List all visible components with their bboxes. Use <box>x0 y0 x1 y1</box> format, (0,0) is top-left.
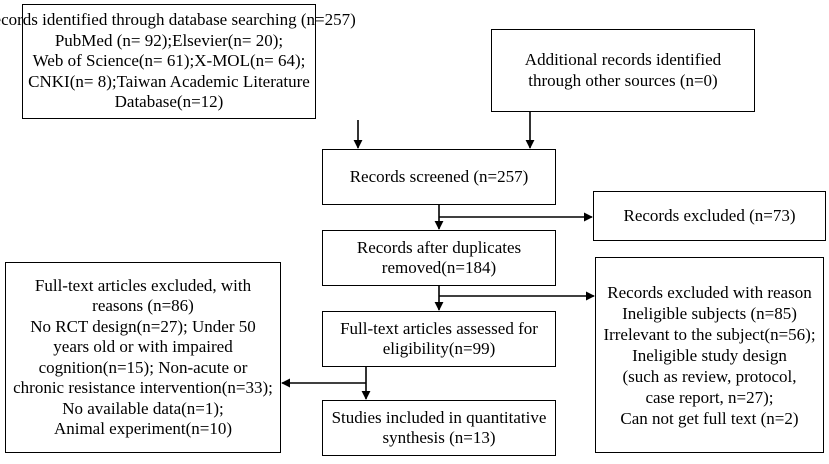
excluded-box: Records excluded (n=73) <box>593 191 826 241</box>
fulltext-excluded-line: cognition(n=15); Non-acute or <box>38 357 248 377</box>
excluded-with-reason-line: Records excluded with reason <box>607 282 812 302</box>
screened-box: Records screened (n=257) <box>322 149 556 205</box>
other-sources-line: Additional records identified <box>524 50 722 69</box>
eligibility-line: eligibility(n=99) <box>382 339 496 358</box>
excluded-line: Records excluded (n=73) <box>623 205 796 225</box>
after-duplicates-line: Records after duplicates <box>356 237 522 257</box>
excluded-with-reason-line: Can not get full text (n=2) <box>620 408 799 428</box>
fulltext-excluded-line: chronic resistance intervention(n=33); <box>13 378 273 397</box>
fulltext-excluded-box: Full-text articles excluded, with reason… <box>5 262 281 453</box>
fulltext-excluded-line: No available data(n=1); <box>62 398 224 418</box>
excluded-with-reason-line: Ineligible study design <box>632 345 787 365</box>
fulltext-excluded-line: No RCT design(n=27); Under 50 <box>30 316 256 336</box>
excluded-with-reason-box: Records excluded with reason Ineligible … <box>595 257 824 453</box>
identification-line: PubMed (n= 92);Elsevier(n= 20); <box>54 30 284 50</box>
after-duplicates-box: Records after duplicates removed(n=184) <box>322 230 556 286</box>
excluded-with-reason-line: (such as review, protocol, <box>622 366 797 386</box>
fulltext-excluded-line: reasons (n=86) <box>92 296 194 315</box>
eligibility-line: Full-text articles assessed for <box>340 318 538 338</box>
screened-line: Records screened (n=257) <box>349 166 529 186</box>
eligibility-box: Full-text articles assessed for eligibil… <box>322 311 556 367</box>
excluded-with-reason-line: case report, n=27); <box>645 387 774 407</box>
identification-line: Database(n=12) <box>114 92 224 112</box>
fulltext-excluded-line: Full-text articles excluded, with <box>34 275 252 295</box>
included-box: Studies included in quantitative synthes… <box>322 400 556 456</box>
included-line: Studies included in quantitative <box>331 407 547 427</box>
other-sources-box: Additional records identified through ot… <box>491 29 755 112</box>
identification-box: Records identified through database sear… <box>0 4 356 119</box>
fulltext-excluded-line: Animal experiment(n=10) <box>53 419 233 438</box>
included-line: synthesis (n=13) <box>382 428 496 447</box>
identification-line: Records identified through database sear… <box>0 10 356 30</box>
after-duplicates-line: removed(n=184) <box>381 258 497 277</box>
other-sources-line: through other sources (n=0) <box>528 70 718 90</box>
identification-line: Web of Science(n= 61);X-MOL(n= 64); <box>32 51 306 71</box>
identification-line: CNKI(n= 8);Taiwan Academic Literature <box>28 71 310 91</box>
fulltext-excluded-line: years old or with impaired <box>53 337 233 356</box>
excluded-with-reason-line: Ineligible subjects (n=85) <box>622 303 797 323</box>
excluded-with-reason-line: Irrelevant to the subject(n=56); <box>603 324 816 344</box>
